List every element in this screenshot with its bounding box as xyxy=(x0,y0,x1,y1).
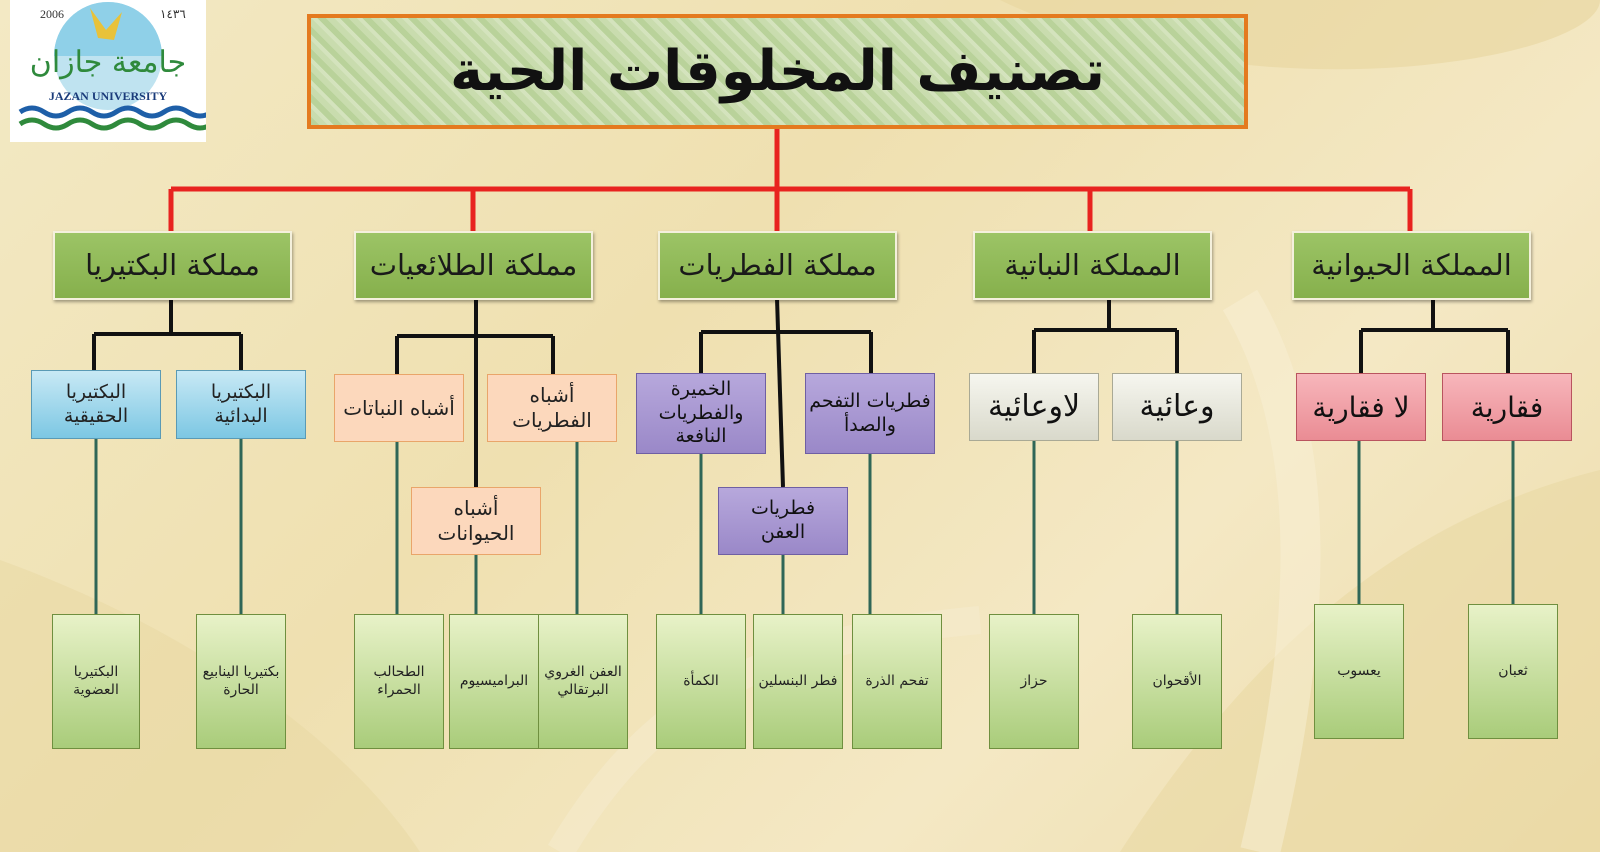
example-corn-smut: تفحم الذرة xyxy=(852,614,942,749)
example-organic-bacteria: البكتيريا العضوية xyxy=(52,614,140,749)
logo-year-right: ١٤٣٦ xyxy=(160,7,186,21)
example-penicillium: فطر البنسلين xyxy=(753,614,843,749)
group-yeast: الخميرة والفطريات النافعة xyxy=(636,373,766,454)
group-rust-smut: فطريات التفحم والصدأ xyxy=(805,373,935,454)
example-red-algae: الطحالب الحمراء xyxy=(354,614,444,749)
kingdom-bacteria: مملكة البكتيريا xyxy=(53,231,292,300)
example-bee: يعسوب xyxy=(1314,604,1404,739)
group-invertebrate: لا فقارية xyxy=(1296,373,1426,441)
group-eubacteria: البكتيريا الحقيقية xyxy=(31,370,161,439)
group-plant-like: أشباه النباتات xyxy=(334,374,464,442)
page-title: تصنيف المخلوقات الحية xyxy=(307,14,1248,129)
logo-arabic-name: جامعة جازان xyxy=(30,45,186,80)
logo-english-name: JAZAN UNIVERSITY xyxy=(49,89,168,103)
kingdom-fungi: مملكة الفطريات xyxy=(658,231,897,300)
kingdom-protista: مملكة الطلائعيات xyxy=(354,231,593,300)
jazan-university-logo: جامعة جازان 2006 ١٤٣٦ JAZAN UNIVERSITY xyxy=(10,0,214,142)
group-nonvascular: لاوعائية xyxy=(969,373,1099,441)
group-mold: فطريات العفن xyxy=(718,487,848,555)
kingdom-plant: المملكة النباتية xyxy=(973,231,1212,300)
logo-year-left: 2006 xyxy=(40,7,64,21)
example-paramecium: البراميسيوم xyxy=(449,614,539,749)
group-archaea: البكتيريا البدائية xyxy=(176,370,306,439)
example-snake: ثعبان xyxy=(1468,604,1558,739)
example-slime-mold: العفن الغروي البرتقالي xyxy=(538,614,628,749)
example-hot-spring-bacteria: بكتيريا الينابيع الحارة xyxy=(196,614,286,749)
group-animal-like: أشباه الحيوانات xyxy=(411,487,541,555)
group-fungus-like: أشباه الفطريات xyxy=(487,374,617,442)
example-chrysanthemum: الأقحوان xyxy=(1132,614,1222,749)
group-vertebrate: فقارية xyxy=(1442,373,1572,441)
group-vascular: وعائية xyxy=(1112,373,1242,441)
kingdom-animal: المملكة الحيوانية xyxy=(1292,231,1531,300)
example-moss: حزاز xyxy=(989,614,1079,749)
example-truffle: الكمأة xyxy=(656,614,746,749)
